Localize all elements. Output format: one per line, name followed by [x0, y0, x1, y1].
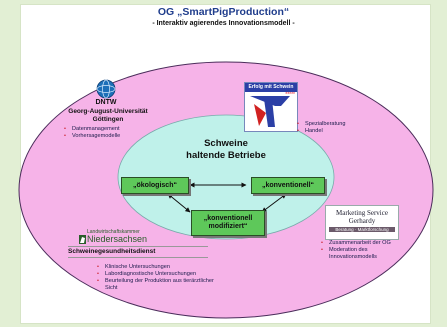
- list-item: Handel: [297, 128, 397, 135]
- marketing-logo-line3: Beratung · Marktforschung: [329, 227, 395, 232]
- box-oekologisch: „ökologisch“: [121, 177, 189, 194]
- list-item: Spezialberatung: [297, 121, 397, 128]
- marketing-logo-line1: Marketing Service: [336, 209, 388, 217]
- dntw-globe-icon: [96, 79, 116, 99]
- box-modifiziert-line2: modifiziert“: [208, 223, 248, 230]
- lwk-logo-line2: Niedersachsen: [87, 234, 148, 244]
- list-item: Moderation des Innovationsmodells: [321, 247, 411, 261]
- box-konventionell-modifiziert: „konventionell modifiziert“: [191, 210, 265, 236]
- erfolg-task-list: Spezialberatung Handel: [297, 121, 397, 135]
- list-item: Klinische Untersuchungen: [97, 264, 227, 271]
- erfolg-mit-schwein-logo: Erfolg mit Schwein *****: [244, 82, 298, 132]
- lwk-logo: Landwirtschaftskammer Niedersachsen: [78, 229, 188, 244]
- lwk-service-name: Schweinegesundheitsdienst: [68, 246, 208, 258]
- list-item: Beurteilung der Produktion aus tierärztl…: [97, 278, 227, 292]
- lwk-logo-line1: Landwirtschaftskammer: [87, 229, 140, 235]
- lwk-task-list: Klinische Untersuchungen Labordiagnostis…: [97, 264, 227, 292]
- erfolg-logo-stars: *****: [285, 92, 295, 98]
- dntw-university-line2: Göttingen: [92, 116, 124, 123]
- marketing-logo-line2: Gerhardy: [348, 217, 376, 225]
- list-item: Labordiagnostische Untersuchungen: [97, 271, 227, 278]
- arrow-konv-mod: [261, 193, 287, 213]
- page-subtitle: - Interaktiv agierendes Innovationsmodel…: [152, 20, 295, 27]
- dntw-logo-text: DNTW: [95, 99, 117, 106]
- list-item: Zusammenarbeit der OG: [321, 240, 411, 247]
- marketing-task-list: Zusammenarbeit der OG Moderation des Inn…: [321, 240, 411, 261]
- arrow-oeko-mod: [167, 193, 191, 213]
- marketing-service-logo: Marketing Service Gerhardy Beratung · Ma…: [325, 205, 399, 240]
- box-konventionell: „konventionell“: [251, 177, 325, 194]
- dntw-task-list: Datenmanagement Vorhersagemodelle: [64, 126, 174, 140]
- erfolg-logo-text: Erfolg mit Schwein: [245, 83, 297, 92]
- center-title-line1: Schweine: [204, 138, 248, 149]
- list-item: Vorhersagemodelle: [64, 133, 174, 140]
- center-title-line2: haltende Betriebe: [186, 150, 266, 161]
- niedersachsen-horse-icon: [79, 235, 86, 244]
- page-title: OG „SmartPigProduction“: [157, 6, 290, 18]
- list-item: Datenmanagement: [64, 126, 174, 133]
- box-modifiziert-line1: „konventionell: [203, 215, 253, 222]
- dntw-university-line1: Georg-August-Universität: [68, 108, 148, 115]
